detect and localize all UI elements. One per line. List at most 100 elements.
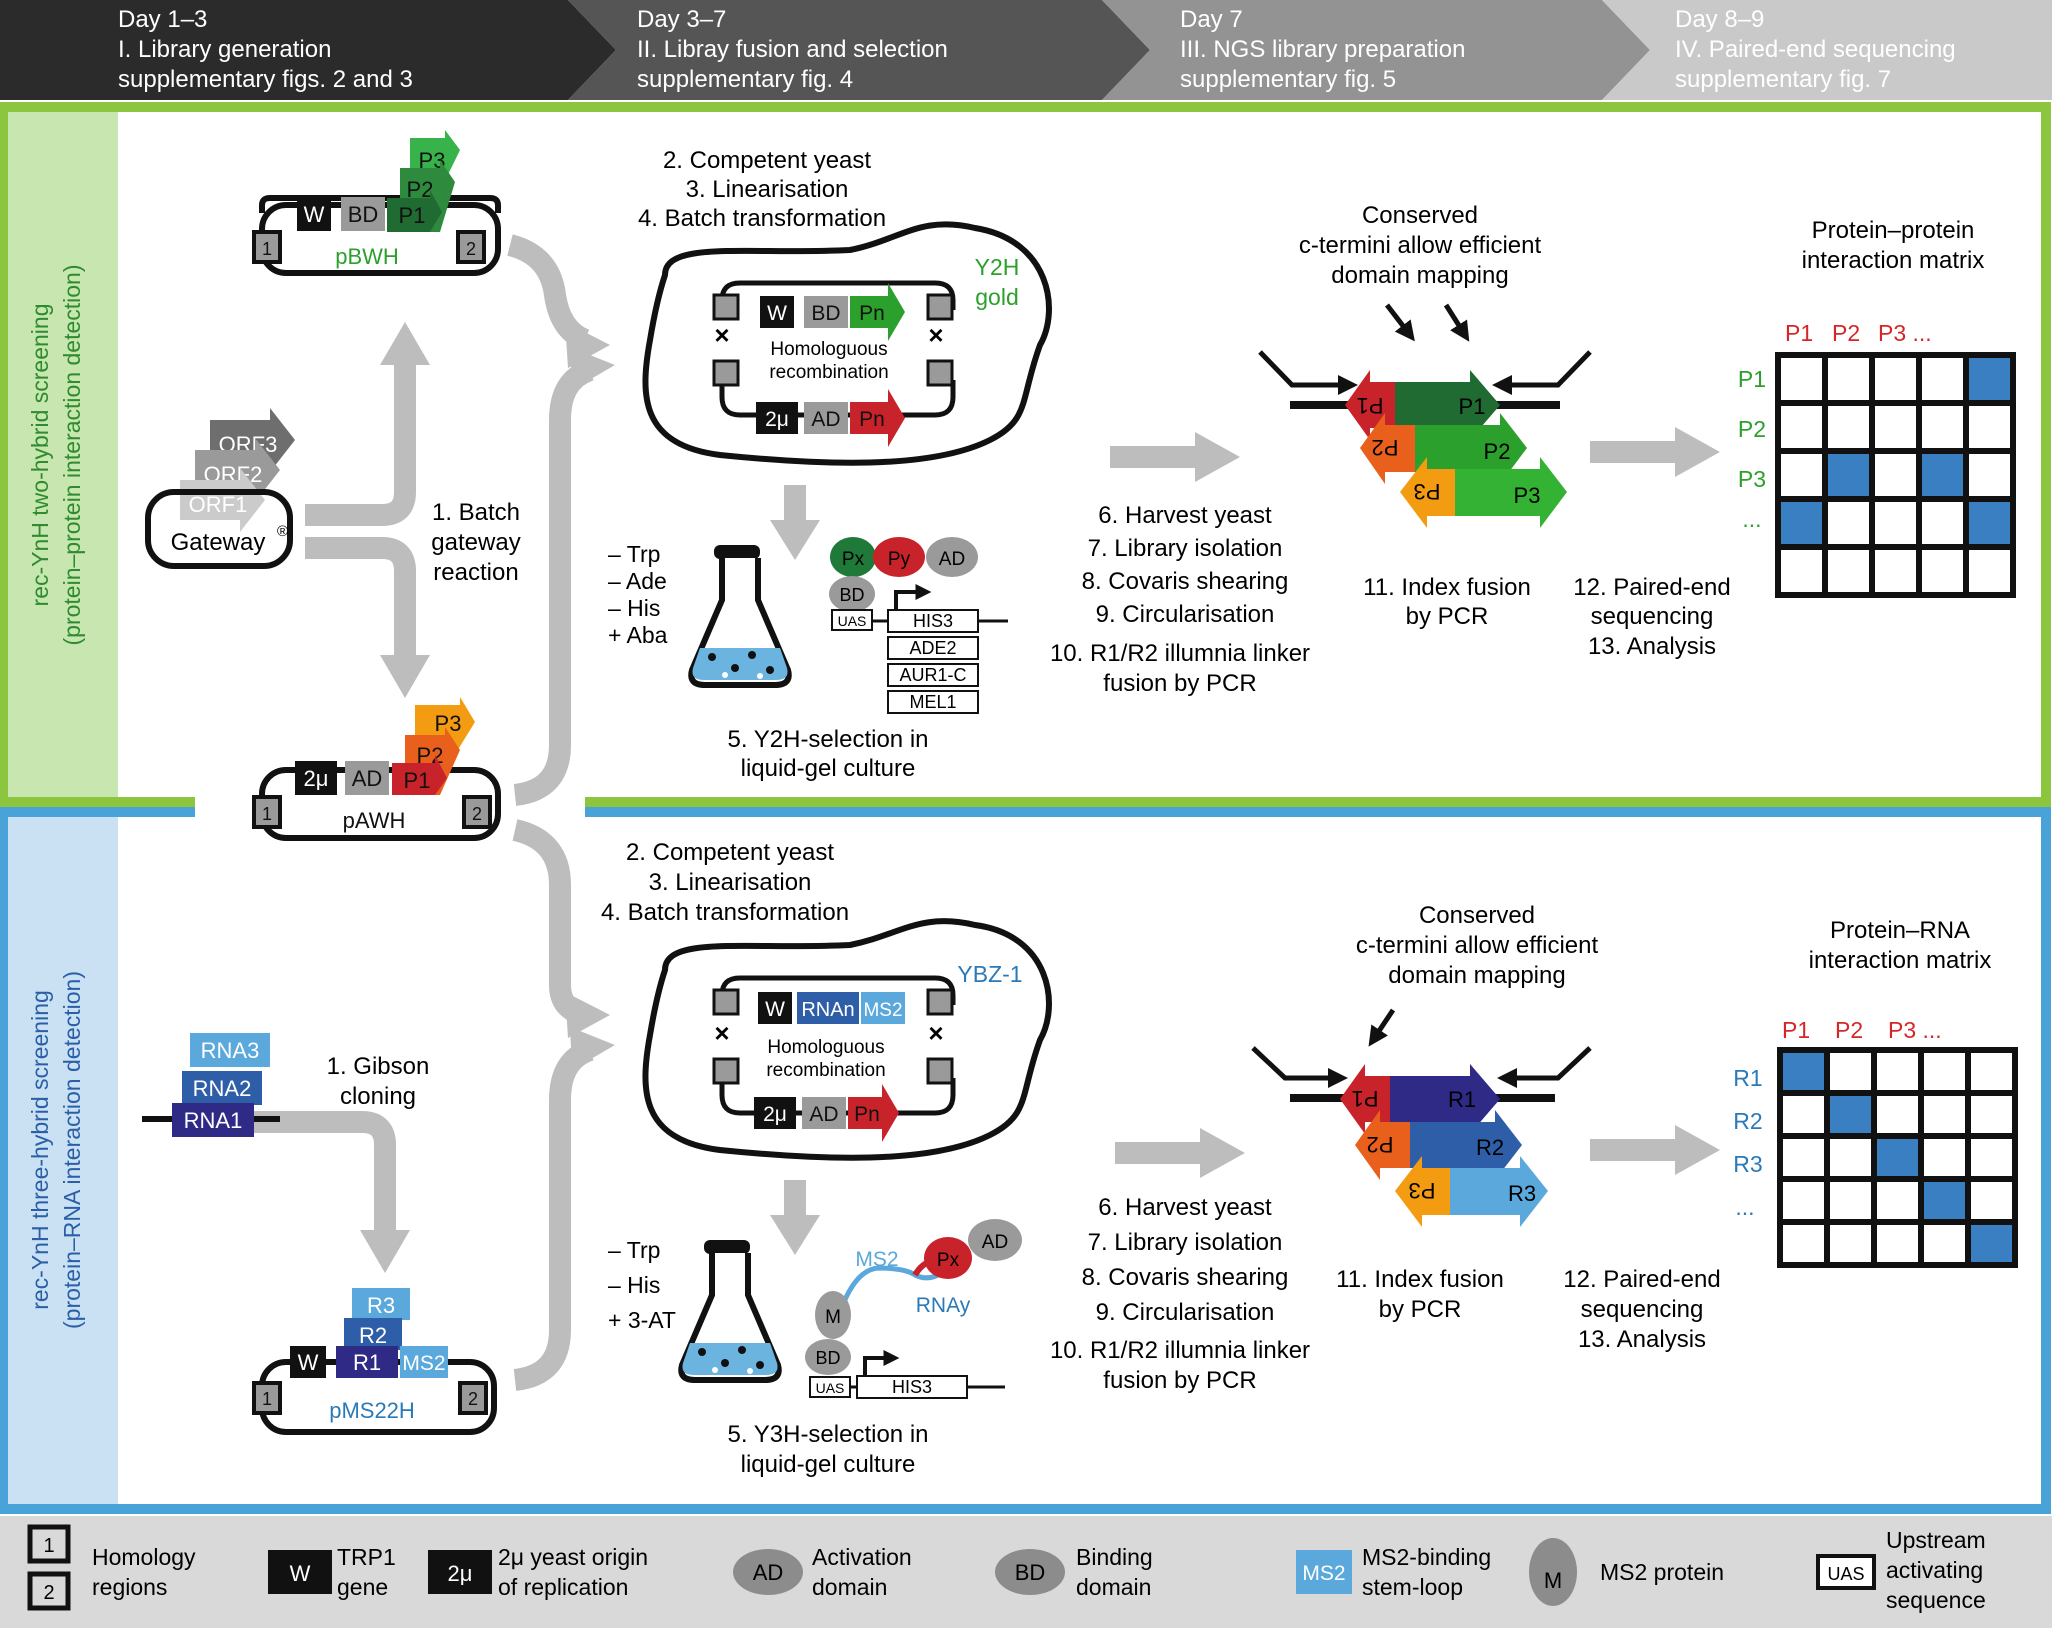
svg-text:8. Covaris shearing: 8. Covaris shearing xyxy=(1082,568,1289,595)
svg-text:13. Analysis: 13. Analysis xyxy=(1578,1326,1706,1353)
svg-text:Pn: Pn xyxy=(859,408,885,431)
matrix-cell xyxy=(1775,448,1828,502)
svg-text:Protein–protein: Protein–protein xyxy=(1812,217,1975,244)
stage-ref: supplementary fig. 5 xyxy=(1180,66,1396,93)
svg-text:Homologuous: Homologuous xyxy=(770,339,887,360)
svg-text:RNAy: RNAy xyxy=(916,1294,971,1317)
svg-text:MS2: MS2 xyxy=(1302,1562,1345,1585)
top-matrix-col-labels: P1 P2 P3 ... xyxy=(1785,320,1932,346)
matrix-cell-interaction xyxy=(1965,1219,2018,1268)
matrix-cell xyxy=(1824,1219,1877,1268)
matrix-cell xyxy=(1963,400,2016,454)
flow-arrowheads xyxy=(360,322,1720,1273)
matrix-cell xyxy=(1777,1219,1830,1268)
svg-text:Binding: Binding xyxy=(1076,1544,1153,1570)
matrix-cell xyxy=(1916,400,1969,454)
svg-text:BD: BD xyxy=(1015,1560,1046,1585)
svg-text:×: × xyxy=(928,1018,943,1048)
stage-day: Day 3–7 xyxy=(637,6,726,33)
svg-text:HIS3: HIS3 xyxy=(892,1377,932,1397)
top-matrix-row-labels: P1 P2 P3 ... xyxy=(1738,366,1766,532)
svg-text:fusion by PCR: fusion by PCR xyxy=(1103,1367,1256,1394)
matrix-cell xyxy=(1918,1047,1971,1096)
top-step1: 1. Batch gateway reaction xyxy=(431,499,520,586)
svg-text:1: 1 xyxy=(43,1535,54,1557)
stage-title: II. Libray fusion and selection xyxy=(637,36,948,63)
svg-text:P1: P1 xyxy=(399,203,426,228)
svg-text:MS2-binding: MS2-binding xyxy=(1362,1544,1491,1570)
svg-text:P2: P2 xyxy=(1484,439,1511,464)
svg-text:MEL1: MEL1 xyxy=(909,692,956,712)
svg-text:P3 ...: P3 ... xyxy=(1888,1017,1942,1043)
matrix-cell-interaction xyxy=(1918,1176,1971,1225)
svg-text:domain: domain xyxy=(812,1574,887,1600)
matrix-cell xyxy=(1775,544,1828,598)
svg-text:R3: R3 xyxy=(1733,1151,1762,1177)
arrow-gateway-down xyxy=(305,537,416,660)
bottom-matrix-col-labels: P1 P2 P3 ... xyxy=(1782,1017,1942,1043)
svg-text:2: 2 xyxy=(43,1582,54,1604)
top-flask xyxy=(688,545,792,688)
matrix-cell xyxy=(1869,352,1922,406)
matrix-cell-interaction xyxy=(1871,1133,1924,1182)
svg-text:YBZ-1: YBZ-1 xyxy=(957,961,1022,987)
svg-text:fusion by PCR: fusion by PCR xyxy=(1103,670,1256,697)
svg-text:AD: AD xyxy=(753,1560,784,1585)
stage-day: Day 1–3 xyxy=(118,6,207,33)
legend-trp1: W TRP1 gene xyxy=(268,1544,396,1600)
svg-text:stem-loop: stem-loop xyxy=(1362,1574,1463,1600)
header-stage-4: Day 8–9 IV. Paired-end sequencing supple… xyxy=(1675,6,1956,93)
matrix-cell xyxy=(1916,352,1969,406)
svg-text:1: 1 xyxy=(262,239,272,259)
svg-text:2μ: 2μ xyxy=(763,1103,787,1126)
svg-text:P2: P2 xyxy=(1738,416,1766,442)
svg-text:R3: R3 xyxy=(1508,1181,1536,1206)
svg-text:RNA3: RNA3 xyxy=(201,1038,260,1063)
svg-text:recombination: recombination xyxy=(766,1060,885,1081)
svg-text:5. Y2H-selection in: 5. Y2H-selection in xyxy=(728,726,929,753)
matrix-cell xyxy=(1822,496,1875,550)
svg-text:BD: BD xyxy=(815,1348,840,1368)
svg-text:BD: BD xyxy=(348,202,379,227)
svg-text:7. Library isolation: 7. Library isolation xyxy=(1088,535,1283,562)
svg-text:interaction matrix: interaction matrix xyxy=(1809,947,1992,974)
bottom-matrix-title: Protein–RNA interaction matrix xyxy=(1809,917,1992,974)
svg-text:W: W xyxy=(304,202,325,227)
stage-day: Day 8–9 xyxy=(1675,6,1764,33)
matrix-cell-interaction xyxy=(1775,496,1828,550)
svg-text:×: × xyxy=(928,320,943,350)
svg-text:1: 1 xyxy=(262,804,272,824)
matrix-cell xyxy=(1869,400,1922,454)
svg-text:interaction matrix: interaction matrix xyxy=(1802,247,1985,274)
svg-text:P3: P3 xyxy=(1738,466,1766,492)
pbwh-name: pBWH xyxy=(335,244,399,269)
svg-text:8. Covaris shearing: 8. Covaris shearing xyxy=(1082,1264,1289,1291)
top-index-fusion: 11. Index fusion by PCR xyxy=(1363,574,1531,630)
header-stage-1: Day 1–3 I. Library generation supplement… xyxy=(118,6,413,93)
orf-arrows: ORF3 ORF2 ORF1 xyxy=(180,408,295,532)
side-title: rec-YnH two-hybrid screening xyxy=(27,304,53,607)
matrix-cell xyxy=(1965,1133,2018,1182)
top-interaction-matrix xyxy=(1775,352,2016,598)
svg-text:AD: AD xyxy=(982,1232,1008,1253)
legend: 1 2 Homology regions W TRP1 gene 2μ 2μ y… xyxy=(0,1516,2052,1628)
matrix-cell xyxy=(1965,1176,2018,1225)
svg-text:Homologuous: Homologuous xyxy=(767,1037,884,1058)
matrix-cell-interaction xyxy=(1963,496,2016,550)
svg-text:Homology: Homology xyxy=(92,1544,196,1570)
svg-text:R1: R1 xyxy=(1733,1065,1762,1091)
svg-text:Px: Px xyxy=(937,1250,960,1271)
svg-text:2. Competent yeast: 2. Competent yeast xyxy=(663,147,871,174)
svg-text:c-termini allow efficient: c-termini allow efficient xyxy=(1356,932,1599,959)
svg-text:– Ade: – Ade xyxy=(608,568,667,594)
stage-title: I. Library generation xyxy=(118,36,331,63)
svg-text:HIS3: HIS3 xyxy=(913,611,953,631)
svg-text:6. Harvest yeast: 6. Harvest yeast xyxy=(1098,502,1272,529)
svg-text:4. Batch transformation: 4. Batch transformation xyxy=(601,899,849,926)
bottom-flask xyxy=(678,1240,782,1383)
svg-text:TRP1: TRP1 xyxy=(337,1544,396,1570)
stage-day: Day 7 xyxy=(1180,6,1243,33)
matrix-cell xyxy=(1869,448,1922,502)
matrix-cell xyxy=(1918,1090,1971,1139)
svg-text:R2: R2 xyxy=(1733,1108,1762,1134)
